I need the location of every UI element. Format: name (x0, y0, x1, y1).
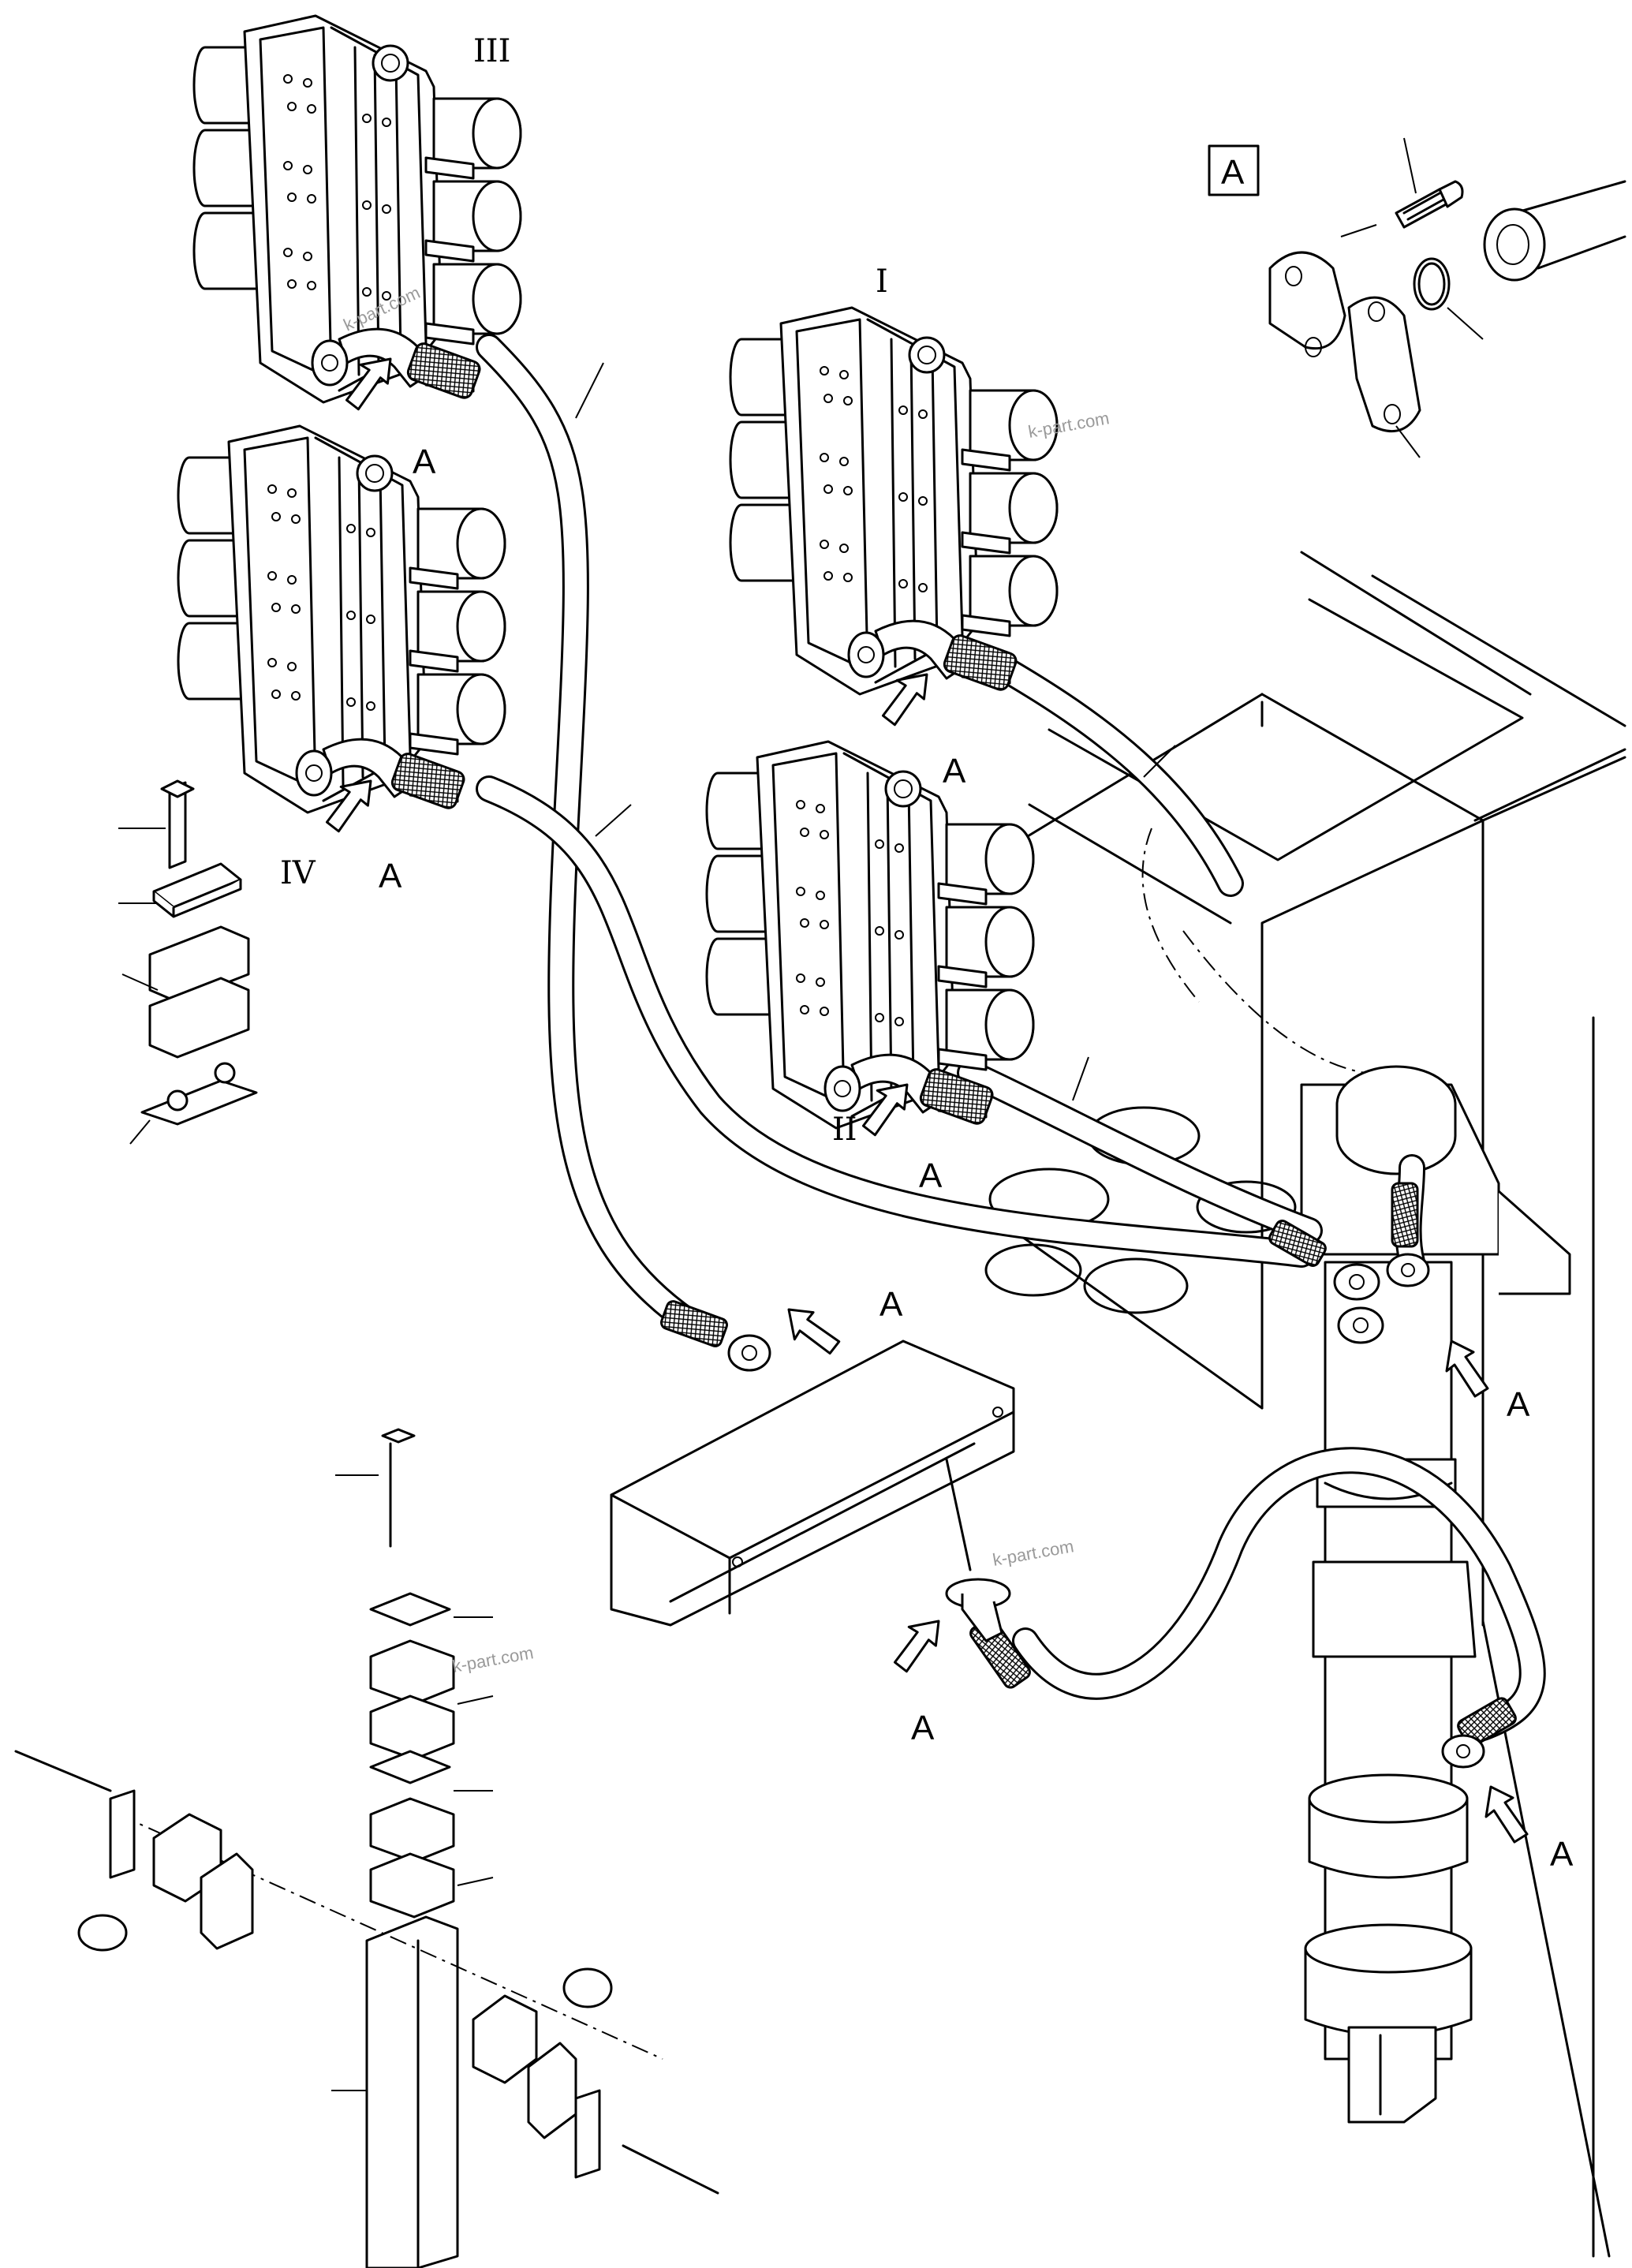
view-label-a: A (1507, 1385, 1530, 1424)
clamp-set-left (118, 779, 258, 1145)
rail-assembly (14, 1428, 719, 2268)
view-label-a: A (919, 1156, 943, 1195)
view-label-a: A (911, 1709, 935, 1747)
column-assembly (1300, 1065, 1571, 2124)
view-label-a: A (879, 1285, 903, 1324)
valve-block-II (705, 740, 1035, 1130)
label-group-3: III (473, 33, 510, 69)
detail-box (1208, 144, 1260, 196)
label-group-1: I (876, 263, 888, 300)
valve-block-III (192, 14, 522, 404)
detail-a-exploded (1208, 137, 1626, 458)
watermark: k-part.com (992, 1536, 1076, 1570)
valve-block-I (729, 306, 1059, 696)
label-group-4: IV (280, 855, 316, 891)
hose-lines (476, 334, 1546, 1769)
mounting-bracket (610, 1340, 1015, 1627)
view-label-a: A (1550, 1835, 1574, 1874)
part-leaders (575, 362, 1176, 1101)
tank-frame (984, 551, 1626, 2258)
watermark: k-part.com (451, 1642, 536, 1676)
label-group-2: II (832, 1112, 857, 1148)
view-label-a: A (379, 857, 402, 895)
valve-block-IV (177, 424, 506, 814)
view-label-a: A (413, 443, 436, 481)
view-label-a: A (943, 752, 966, 790)
detail-box-label: A (1221, 153, 1245, 192)
